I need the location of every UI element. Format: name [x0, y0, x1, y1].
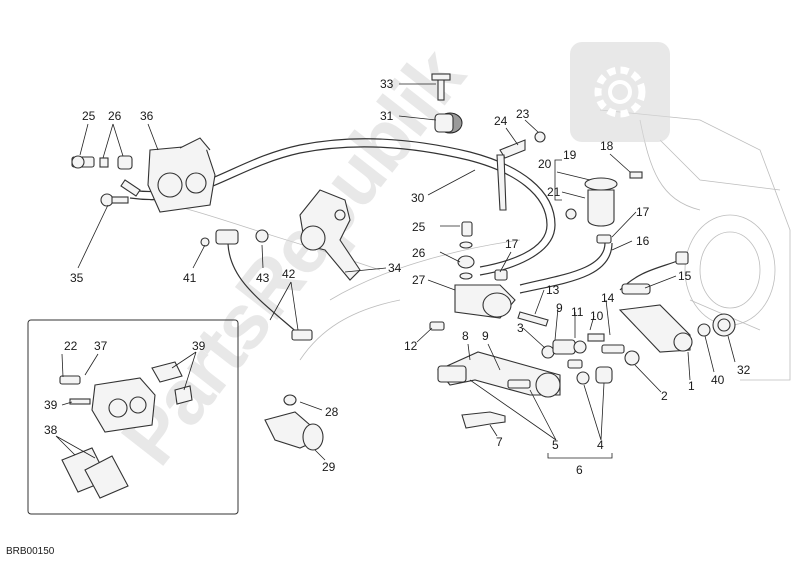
callout-labels: 33 31 25 26 36 24 23 18 20 19 21 30 35 4… — [6, 77, 751, 557]
callout-2: 2 — [661, 389, 668, 403]
rear-caliper — [147, 137, 216, 213]
callout-19: 19 — [563, 148, 577, 162]
callout-20: 20 — [538, 157, 552, 171]
callout-4: 4 — [597, 438, 604, 452]
inset-callout-22: 22 — [64, 339, 78, 353]
callout-8: 8 — [462, 329, 469, 343]
brake-pedal — [437, 304, 736, 429]
caliper-bracket — [299, 189, 361, 281]
drawing-code: BRB00150 — [6, 546, 55, 557]
speed-sensor — [200, 229, 313, 341]
callout-27: 27 — [412, 273, 426, 287]
callout-1: 1 — [688, 379, 695, 393]
callout-5: 5 — [552, 438, 559, 452]
callout-15: 15 — [678, 269, 692, 283]
callout-3: 3 — [517, 321, 524, 335]
callout-42: 42 — [282, 267, 296, 281]
callout-26-b: 26 — [412, 246, 426, 260]
inset-callout-39: 39 — [192, 339, 206, 353]
caliper-bolt — [71, 155, 133, 170]
callout-26: 26 — [108, 109, 122, 123]
callout-36: 36 — [140, 109, 154, 123]
callout-18: 18 — [600, 139, 614, 153]
inset-callout-39-b: 39 — [44, 398, 58, 412]
callout-17-b: 17 — [636, 205, 650, 219]
callout-10: 10 — [590, 309, 604, 323]
callout-31: 31 — [380, 109, 394, 123]
callout-43: 43 — [256, 271, 270, 285]
callout-28: 28 — [325, 405, 339, 419]
callout-17: 17 — [505, 237, 519, 251]
callout-34: 34 — [388, 261, 402, 275]
callout-33: 33 — [380, 77, 394, 91]
bleed-valve — [120, 179, 141, 197]
inset-callout-37: 37 — [94, 339, 108, 353]
callout-35: 35 — [70, 271, 84, 285]
callout-11: 11 — [571, 305, 584, 319]
callout-14: 14 — [601, 291, 615, 305]
callout-16: 16 — [636, 234, 650, 248]
rear-master-cylinder — [454, 221, 516, 319]
callout-40: 40 — [711, 373, 725, 387]
brake-hose — [129, 138, 556, 276]
inset-callout-38: 38 — [44, 423, 58, 437]
callout-29: 29 — [322, 460, 336, 474]
push-rod-parts — [429, 311, 605, 369]
callout-13: 13 — [546, 283, 560, 297]
reservoir-hose — [519, 242, 613, 294]
callout-25: 25 — [82, 109, 96, 123]
callout-12: 12 — [404, 339, 418, 353]
callout-30: 30 — [411, 191, 425, 205]
watermark-gear-icon — [570, 42, 670, 142]
auxiliary-master-cylinder — [264, 394, 324, 451]
callout-32: 32 — [737, 363, 751, 377]
callout-7: 7 — [496, 435, 503, 449]
callout-24: 24 — [494, 114, 508, 128]
bolt-35 — [100, 193, 129, 207]
banjo-fitting-top — [431, 73, 463, 134]
inset-detail-box — [27, 319, 239, 515]
callout-21: 21 — [547, 185, 561, 199]
callout-9: 9 — [556, 301, 563, 315]
fluid-reservoir — [496, 131, 643, 244]
leader-lines — [55, 83, 736, 461]
callout-41: 41 — [183, 271, 197, 285]
callout-9-b: 9 — [482, 329, 489, 343]
callout-25-b: 25 — [412, 220, 426, 234]
callout-23: 23 — [516, 107, 530, 121]
group-label-6: 6 — [576, 463, 583, 477]
brake-light-switch — [619, 251, 689, 295]
